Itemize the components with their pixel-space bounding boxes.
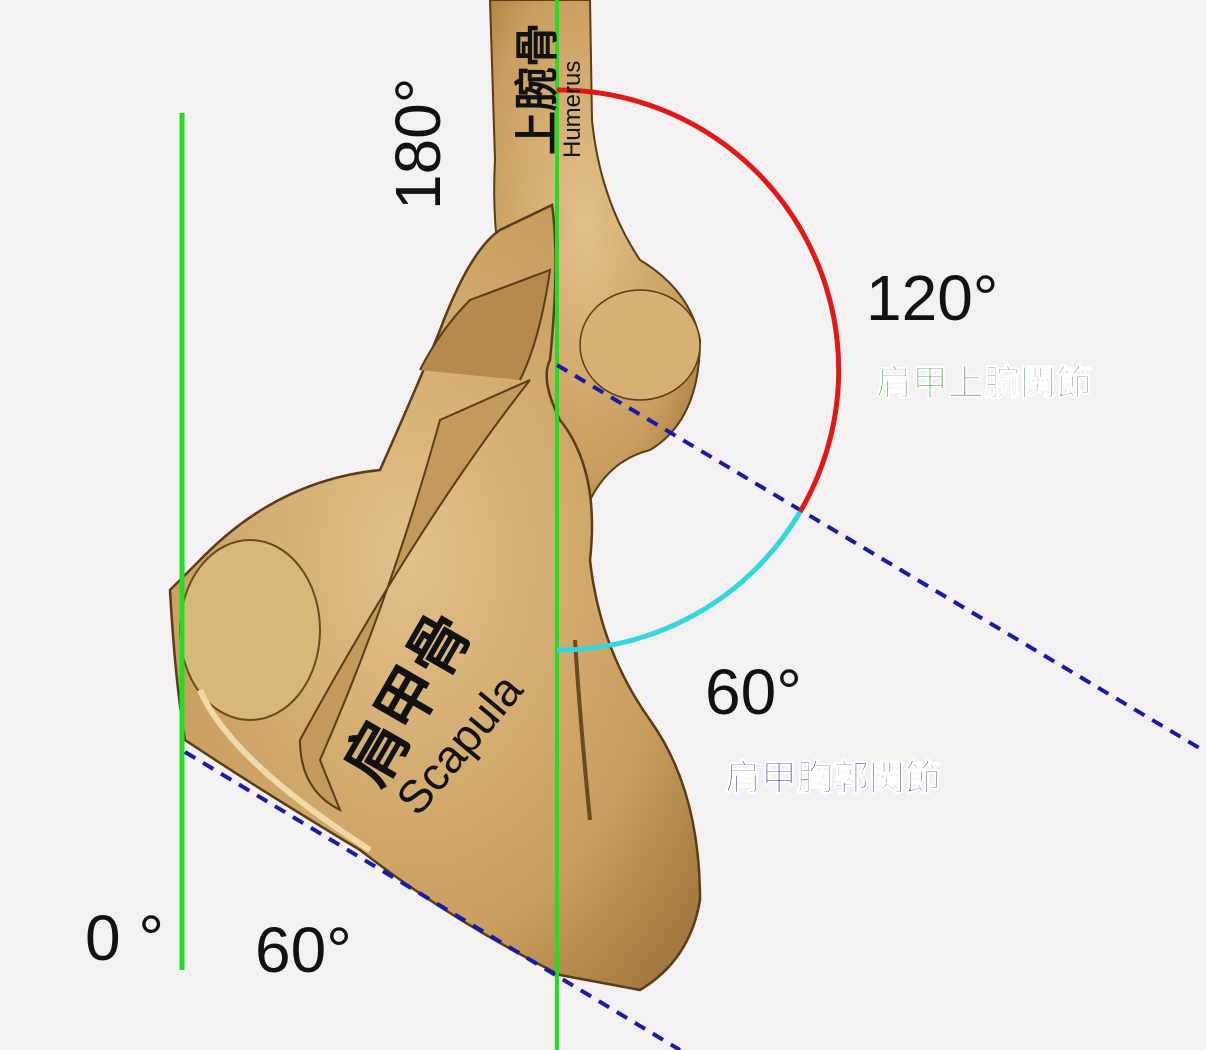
- humerus-en-label: Humerus: [559, 61, 586, 158]
- scapulothoracic-arc: [556, 510, 803, 653]
- angle-0-label: 0 °: [85, 902, 164, 974]
- scapula-axis-dashed-line: [555, 363, 1206, 754]
- glenohumeral-joint-label: 肩甲上腕関節: [876, 362, 1092, 404]
- angle-180-label: 180°: [382, 78, 454, 210]
- angle-60-right-label: 60°: [705, 656, 802, 728]
- humerus-jp-label: 上腕骨: [512, 23, 563, 155]
- angle-120-label: 120°: [866, 262, 998, 334]
- glenohumeral-arc: [556, 87, 842, 514]
- angle-60-bottom-label: 60°: [255, 914, 352, 986]
- scapulothoracic-joint-label: 肩甲胸郭関節: [725, 757, 941, 799]
- scapula-bone: [168, 203, 702, 992]
